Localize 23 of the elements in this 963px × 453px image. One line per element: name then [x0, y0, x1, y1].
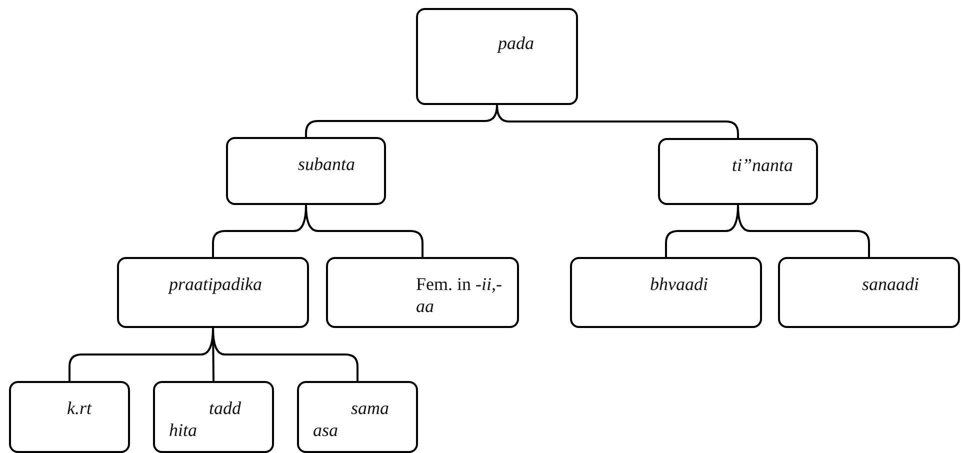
- rounded-box: [117, 257, 309, 328]
- brace-connector: [737, 204, 870, 257]
- rounded-box: [297, 381, 418, 453]
- rounded-box: [326, 257, 519, 328]
- rounded-box: [9, 381, 130, 453]
- node-label: sanaadi: [862, 273, 920, 295]
- rounded-box: [570, 257, 762, 328]
- node-label: subanta: [298, 153, 356, 175]
- brace-connector: [212, 328, 358, 381]
- node-label: ti”nanta: [732, 154, 794, 176]
- rounded-box: [778, 257, 960, 328]
- rounded-box: [153, 381, 274, 453]
- rounded-box: [416, 8, 578, 105]
- node-label: sama asa: [313, 397, 390, 441]
- brace-connector: [305, 204, 424, 257]
- node-label: pada: [498, 32, 535, 54]
- node-label: praatipadika: [169, 273, 263, 295]
- node-label: k.rt: [67, 397, 93, 419]
- rounded-box: [226, 137, 386, 205]
- node-label: bhvaadi: [650, 273, 709, 295]
- node-label: tadd hita: [169, 397, 242, 441]
- node-label: Fem. in -ii,-aa: [416, 273, 504, 317]
- rounded-box: [658, 138, 818, 205]
